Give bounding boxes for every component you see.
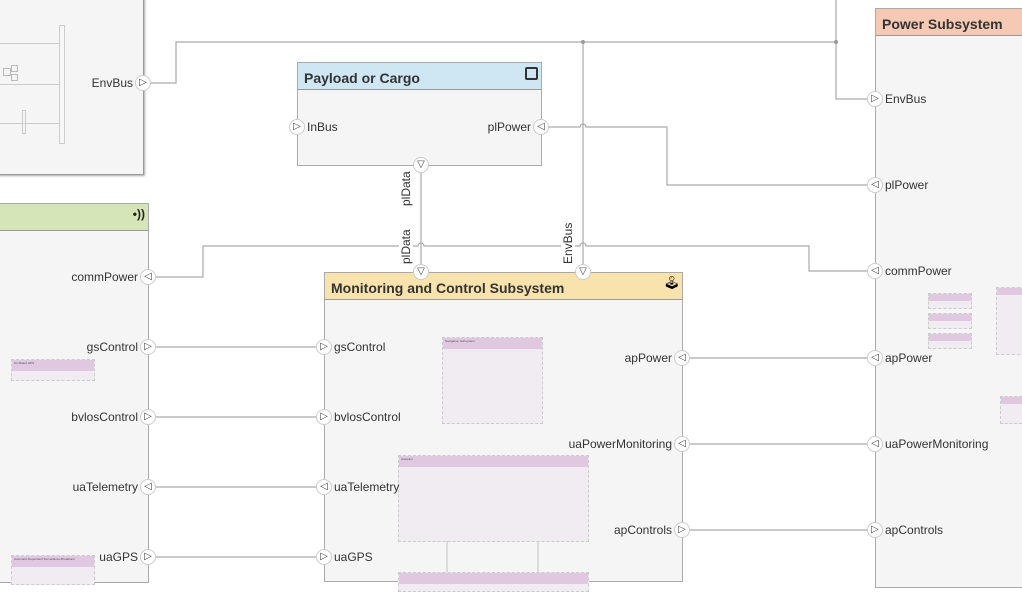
power-subsystem-block[interactable]: Power Subsystem: [875, 8, 1022, 588]
port-mc-uagps[interactable]: ▷: [316, 549, 332, 565]
port-label: apPower: [624, 351, 672, 365]
inner-block[interactable]: [928, 293, 972, 309]
port-mc-envbus[interactable]: ▽: [575, 264, 591, 280]
port-label: bvlosControl: [334, 410, 401, 424]
junction: [581, 40, 585, 44]
inner-block[interactable]: [398, 572, 589, 592]
inner-line: [0, 43, 59, 44]
port-label: uaGPS: [334, 550, 373, 564]
inner-bar: [22, 110, 26, 134]
port-label: gsControl: [86, 340, 138, 354]
port-label: EnvBus: [885, 92, 927, 106]
port-label: uaTelemetry: [334, 480, 400, 494]
port-label: plPower: [885, 178, 929, 192]
port-label: InBus: [307, 120, 338, 134]
communication-header: [0, 204, 148, 231]
connectors: [151, 0, 867, 572]
port-label: commPower: [71, 270, 138, 284]
inner-block[interactable]: [928, 313, 972, 329]
port-label: uaTelemetry: [72, 480, 138, 494]
joystick-icon: 🕹: [663, 275, 680, 290]
inner-block-icon: [3, 68, 11, 76]
port-power-uapowermonitoring[interactable]: ◁: [867, 436, 883, 452]
inner-block-onboard-gps[interactable]: On-Board GPS: [11, 359, 95, 381]
connector-envbus: [151, 0, 867, 264]
port-power-appower[interactable]: ◁: [867, 350, 883, 366]
port-comm-gscontrol[interactable]: ▷: [140, 339, 156, 355]
port-label: EnvBus: [91, 76, 133, 90]
monitoring-title: Monitoring and Control Subsystem: [325, 273, 682, 300]
port-mc-uapowermonitoring[interactable]: ◁: [674, 436, 690, 452]
port-envbus-out[interactable]: ▷: [135, 75, 151, 91]
port-label: uaPowerMonitoring: [568, 437, 672, 451]
port-label: apControls: [613, 523, 672, 537]
wireless-signal-icon: •)): [132, 207, 145, 221]
inner-connector: [446, 541, 539, 572]
port-power-plpower[interactable]: ◁: [867, 177, 883, 193]
port-label: plPower: [487, 120, 531, 134]
square-icon: [525, 67, 538, 80]
inner-line: [0, 84, 59, 85]
payload-title: Payload or Cargo: [298, 63, 541, 90]
port-label: uaGPS: [99, 550, 138, 564]
connection-label-pldata: plData: [399, 171, 413, 206]
port-comm-uatelemetry[interactable]: ◁: [140, 479, 156, 495]
port-payload-plpower[interactable]: ◁: [533, 119, 549, 135]
port-label: apControls: [885, 523, 944, 537]
power-title: Power Subsystem: [876, 9, 1022, 36]
port-mc-pldata[interactable]: ▽: [413, 264, 429, 280]
port-mc-appower[interactable]: ◁: [674, 350, 690, 366]
port-mc-gscontrol[interactable]: ▷: [316, 339, 332, 355]
communication-block[interactable]: •)) On-Board GPS Automatic Dependent Sur…: [0, 203, 149, 585]
port-mc-apcontrols[interactable]: ▷: [674, 522, 690, 538]
inner-block[interactable]: [996, 287, 1022, 355]
port-power-envbus[interactable]: ▷: [867, 91, 883, 107]
connection-label-pldata: plData: [399, 229, 413, 264]
inner-block[interactable]: [1000, 396, 1022, 424]
inner-line: [0, 123, 59, 124]
connector-plpower: [549, 123, 867, 186]
inner-block-navigation[interactable]: Navigation Subsystem: [442, 337, 543, 424]
port-label: gsControl: [334, 340, 386, 354]
inner-block-icon: [11, 65, 18, 72]
port-comm-bvloscontrol[interactable]: ▷: [140, 409, 156, 425]
port-comm-uagps[interactable]: ▷: [140, 549, 156, 565]
inner-block-autopilot[interactable]: Autopilot: [398, 455, 589, 542]
junction: [834, 40, 838, 44]
port-label: apPower: [885, 351, 933, 365]
port-comm-commpower[interactable]: ◁: [140, 269, 156, 285]
port-mc-bvloscontrol[interactable]: ▷: [316, 409, 332, 425]
port-label: bvlosControl: [71, 410, 138, 424]
environment-block[interactable]: [0, 0, 144, 175]
connection-label-envbus: EnvBus: [561, 222, 575, 264]
port-payload-pldata[interactable]: ▽: [413, 157, 429, 173]
port-label: commPower: [885, 264, 952, 278]
payload-block[interactable]: Payload or Cargo: [297, 62, 542, 166]
port-mc-uatelemetry[interactable]: ◁: [316, 479, 332, 495]
inner-block[interactable]: [928, 333, 972, 349]
inner-block-icon: [11, 74, 18, 81]
port-payload-inbus[interactable]: ▷: [289, 119, 305, 135]
port-power-commpower[interactable]: ◁: [867, 263, 883, 279]
port-power-apcontrols[interactable]: ▷: [867, 522, 883, 538]
port-label: uaPowerMonitoring: [885, 437, 989, 451]
connector-commpower: [156, 242, 867, 278]
bus-bar: [59, 25, 65, 144]
